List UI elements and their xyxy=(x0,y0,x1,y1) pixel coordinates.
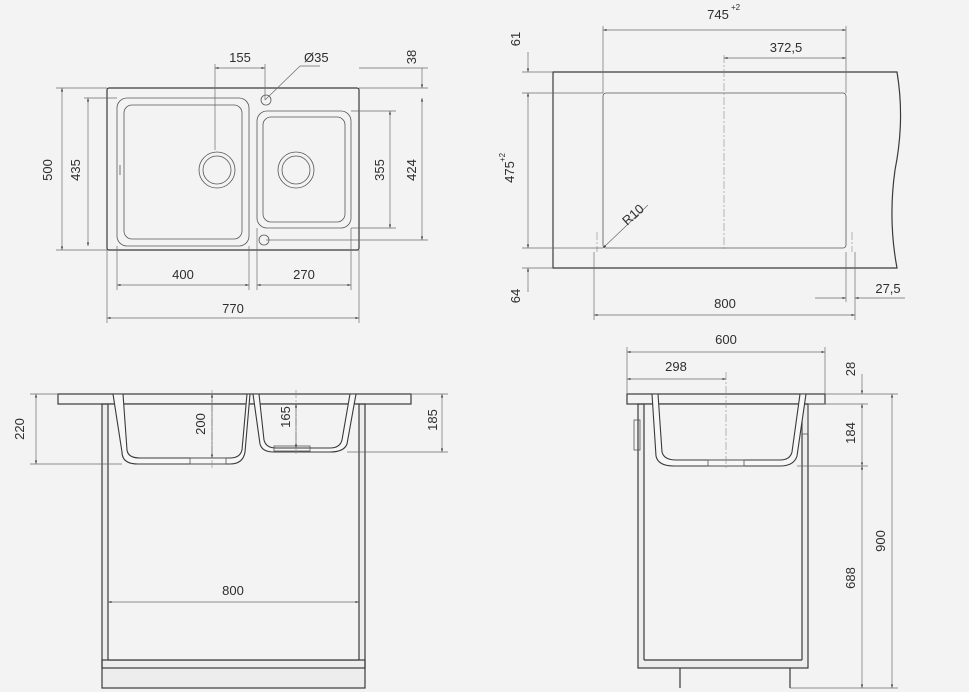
dim-185: 185 xyxy=(425,409,440,431)
dim-28: 28 xyxy=(843,362,858,376)
large-drain-inner xyxy=(202,155,232,185)
dim-270: 270 xyxy=(293,267,315,282)
large-drain-section xyxy=(189,457,227,465)
dim-372-5: 372,5 xyxy=(770,40,803,55)
faucet-hole xyxy=(260,94,272,106)
dim-38: 38 xyxy=(404,50,419,64)
sink-outline xyxy=(106,87,360,251)
side-view: 600 298 28 184 900 688 xyxy=(626,332,898,689)
dim-165: 165 xyxy=(278,406,293,428)
dim-475-tolerance: +2 xyxy=(498,152,507,162)
dim-355: 355 xyxy=(372,159,387,181)
side-bracket-left xyxy=(633,419,641,451)
dim-155: 155 xyxy=(229,50,251,65)
dim-220: 220 xyxy=(12,418,27,440)
dim-475: 475 xyxy=(502,161,517,183)
cutout-view: 745 +2 372,5 61 475 +2 R10 64 800 27,5 xyxy=(498,3,905,320)
dim-770: 770 xyxy=(222,301,244,316)
small-drain-section xyxy=(273,445,311,452)
large-bowl-section xyxy=(112,393,251,465)
dim-61: 61 xyxy=(508,32,523,46)
small-drain-outer xyxy=(277,151,315,189)
small-bowl-inner xyxy=(262,116,346,223)
dim-298: 298 xyxy=(665,359,687,374)
side-bowl-section xyxy=(651,393,807,467)
dim-27-5: 27,5 xyxy=(875,281,900,296)
countertop-outline xyxy=(552,71,902,269)
dim-900: 900 xyxy=(873,530,888,552)
dim-64: 64 xyxy=(508,289,523,303)
large-drain-outer xyxy=(198,151,236,189)
top-view: 155 Ø35 38 500 435 355 424 400 270 770 xyxy=(40,50,428,323)
small-bowl-outer xyxy=(256,110,352,229)
dim-800-cutout: 800 xyxy=(714,296,736,311)
dim-424: 424 xyxy=(404,159,419,181)
countertop-front xyxy=(57,393,412,405)
dim-184: 184 xyxy=(843,422,858,444)
large-bowl-outer xyxy=(116,97,250,247)
dim-200: 200 xyxy=(193,413,208,435)
dim-diameter-35: Ø35 xyxy=(304,50,329,65)
dim-600: 600 xyxy=(715,332,737,347)
dim-500: 500 xyxy=(40,159,55,181)
cutout-rect xyxy=(602,92,847,249)
dim-745: 745 xyxy=(707,7,729,22)
small-drain-inner xyxy=(281,155,311,185)
dim-688: 688 xyxy=(843,567,858,589)
large-bowl-inner xyxy=(123,104,243,240)
dim-400: 400 xyxy=(172,267,194,282)
small-bowl-section xyxy=(252,393,357,453)
dim-800-front: 800 xyxy=(222,583,244,598)
dim-r10: R10 xyxy=(619,201,647,228)
dim-435: 435 xyxy=(68,159,83,181)
dim-745-tolerance: +2 xyxy=(731,3,741,12)
front-view: 220 200 165 185 800 xyxy=(12,390,448,689)
